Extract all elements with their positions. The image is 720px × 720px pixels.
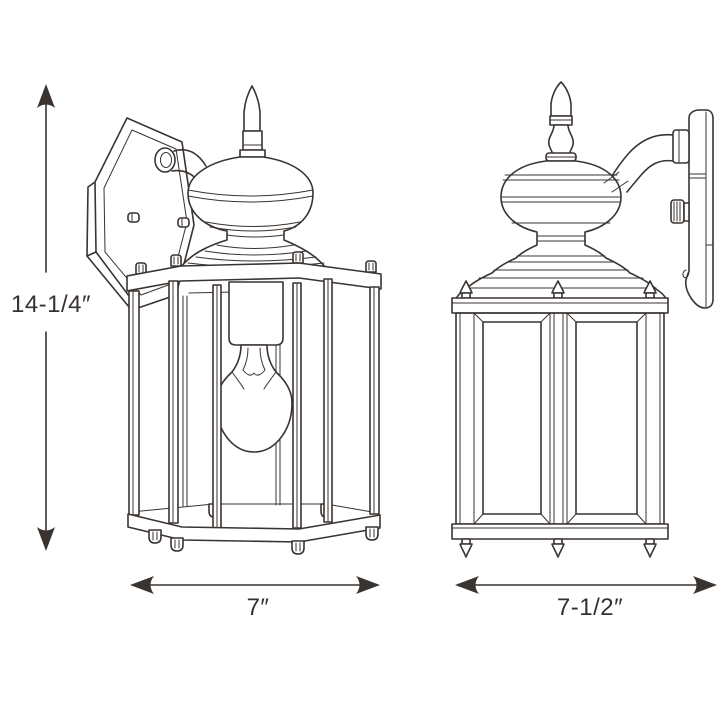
right-rim-spikes <box>459 280 657 299</box>
left-bottom-rim <box>127 513 381 543</box>
height-dimension-arrow <box>37 84 55 551</box>
left-width-dimension-arrow <box>130 576 380 594</box>
light-bulb <box>215 281 293 453</box>
left-lantern-drawing <box>86 85 382 555</box>
left-width-dimension-label: 7″ <box>246 594 270 621</box>
right-width-dimension-arrow <box>455 576 717 594</box>
right-lantern-drawing <box>451 81 714 558</box>
right-screw-knob <box>670 199 690 224</box>
left-rim-knobs <box>135 251 377 275</box>
left-finial <box>239 85 266 158</box>
left-top-rim <box>126 262 382 292</box>
right-backplate <box>682 109 714 309</box>
right-top-rim <box>451 297 669 314</box>
left-feet <box>148 526 379 555</box>
backplate-screws <box>127 212 190 228</box>
right-bottom-rim <box>451 523 669 540</box>
left-arm <box>154 147 207 184</box>
height-dimension-label: 14-1/4″ <box>10 291 92 318</box>
right-width-dimension-label: 7-1/2″ <box>556 594 624 621</box>
right-body <box>455 312 665 525</box>
right-finial <box>545 81 577 162</box>
right-drop-finials <box>459 538 657 558</box>
right-arm <box>609 129 690 193</box>
left-cap <box>178 156 328 272</box>
